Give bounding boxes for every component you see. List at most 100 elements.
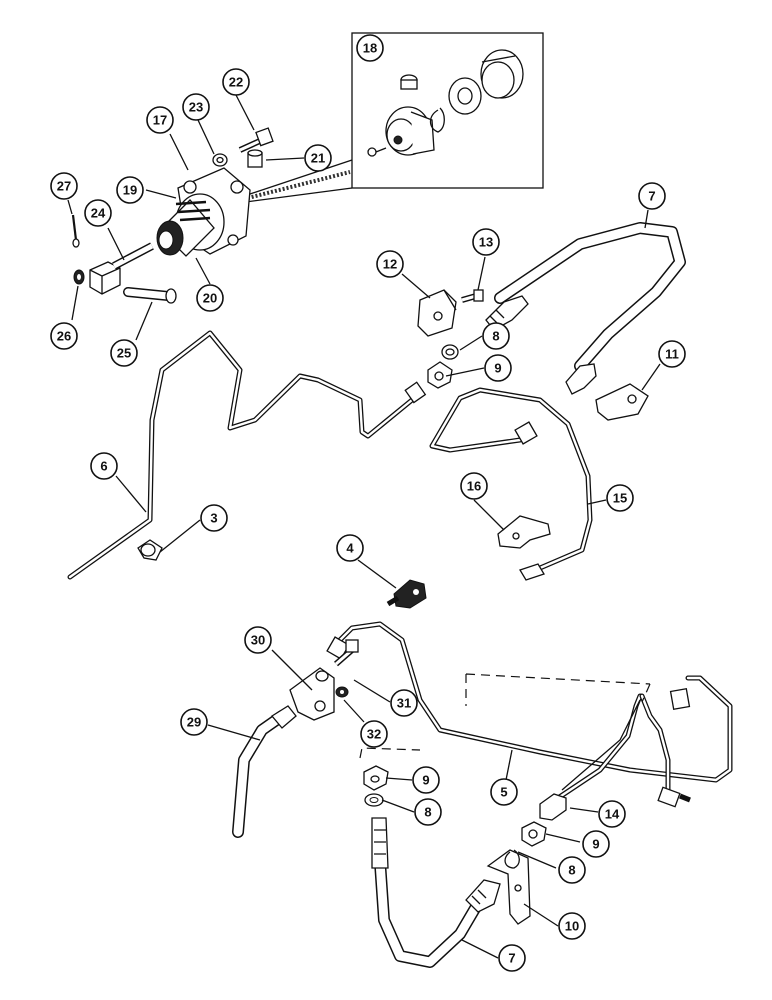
callout-circle [50,172,78,200]
callout-label: 14 [605,807,620,822]
callout-circle [412,766,440,794]
callout-6: 6 [90,452,118,480]
callout-10: 10 [558,912,586,940]
callout-circle [360,720,388,748]
callout-label: 8 [568,863,575,878]
callout-label: 29 [187,715,201,730]
callout-circle [390,689,418,717]
callout-4: 4 [336,534,364,562]
callout-11: 11 [658,340,686,368]
callout-31: 31 [390,689,418,717]
callout-circle [498,944,526,972]
callout-circle [598,800,626,828]
pipe-14 [539,693,691,821]
callout-25: 25 [110,339,138,367]
callout-circle [658,340,686,368]
clip-3 [137,539,163,561]
callout-label: 32 [367,727,381,742]
callout-label: 9 [422,773,429,788]
callout-circle [356,34,384,62]
callout-circle [376,250,404,278]
callout-12: 12 [376,250,404,278]
callout-circle [182,93,210,121]
sender-4 [386,579,427,609]
callout-8: 8 [482,322,510,350]
pipe-15 [429,387,593,581]
callout-circle [116,176,144,204]
callout-circle [110,339,138,367]
clevis-24 [89,242,154,295]
callout-27: 27 [50,172,78,200]
callout-9: 9 [412,766,440,794]
callout-circle [146,106,174,134]
callout-label: 11 [665,347,679,362]
callout-label: 20 [203,291,217,306]
callout-14: 14 [598,800,626,828]
callout-30: 30 [244,626,272,654]
callout-label: 10 [565,919,579,934]
callout-circle [222,68,250,96]
callout-circle [638,182,666,210]
callout-circle [200,504,228,532]
callout-label: 27 [57,179,71,194]
callout-label: 6 [100,459,107,474]
callout-26: 26 [50,322,78,350]
callout-circle [304,144,332,172]
callout-circle [336,534,364,562]
callout-15: 15 [606,484,634,512]
callout-17: 17 [146,106,174,134]
callout-label: 8 [492,329,499,344]
callout-circle [582,830,610,858]
callout-circle [484,354,512,382]
callout-label: 30 [251,633,265,648]
callout-label: 22 [229,75,243,90]
callout-circle [414,798,442,826]
callout-18: 18 [356,34,384,62]
callout-circle [90,452,118,480]
leader-lines [67,94,661,959]
callout-label: 7 [508,951,515,966]
callout-24: 24 [84,199,112,227]
callout-23: 23 [182,93,210,121]
union-30 [289,639,359,721]
callout-9: 9 [582,830,610,858]
master-cylinder [156,167,251,257]
callout-label: 5 [500,785,507,800]
callout-circle [84,199,112,227]
callout-7: 7 [638,182,666,210]
callout-label: 26 [57,329,71,344]
callout-label: 16 [467,479,481,494]
callout-20: 20 [196,284,224,312]
callout-21: 21 [304,144,332,172]
callout-22: 22 [222,68,250,96]
callout-8: 8 [558,856,586,884]
callout-label: 24 [91,206,106,221]
callout-5: 5 [490,778,518,806]
pipe-6 [67,330,427,580]
callout-label: 23 [189,100,203,115]
callout-circle [490,778,518,806]
callout-32: 32 [360,720,388,748]
callout-label: 21 [311,151,325,166]
callout-circle [558,856,586,884]
callout-label: 25 [117,346,131,361]
callout-29: 29 [180,708,208,736]
bolt-22 [238,127,274,153]
callout-label: 9 [494,361,501,376]
callout-7: 7 [498,944,526,972]
callout-circle [50,322,78,350]
callout-circle [460,472,488,500]
callout-label: 19 [123,183,137,198]
callout-label: 4 [346,541,354,556]
callout-circle [180,708,208,736]
hose-7-lower [371,817,501,968]
callout-label: 31 [397,696,411,711]
callout-label: 13 [479,235,493,250]
callout-label: 18 [363,41,377,56]
pipe-5 [326,621,733,783]
callout-16: 16 [460,472,488,500]
callout-circle [558,912,586,940]
